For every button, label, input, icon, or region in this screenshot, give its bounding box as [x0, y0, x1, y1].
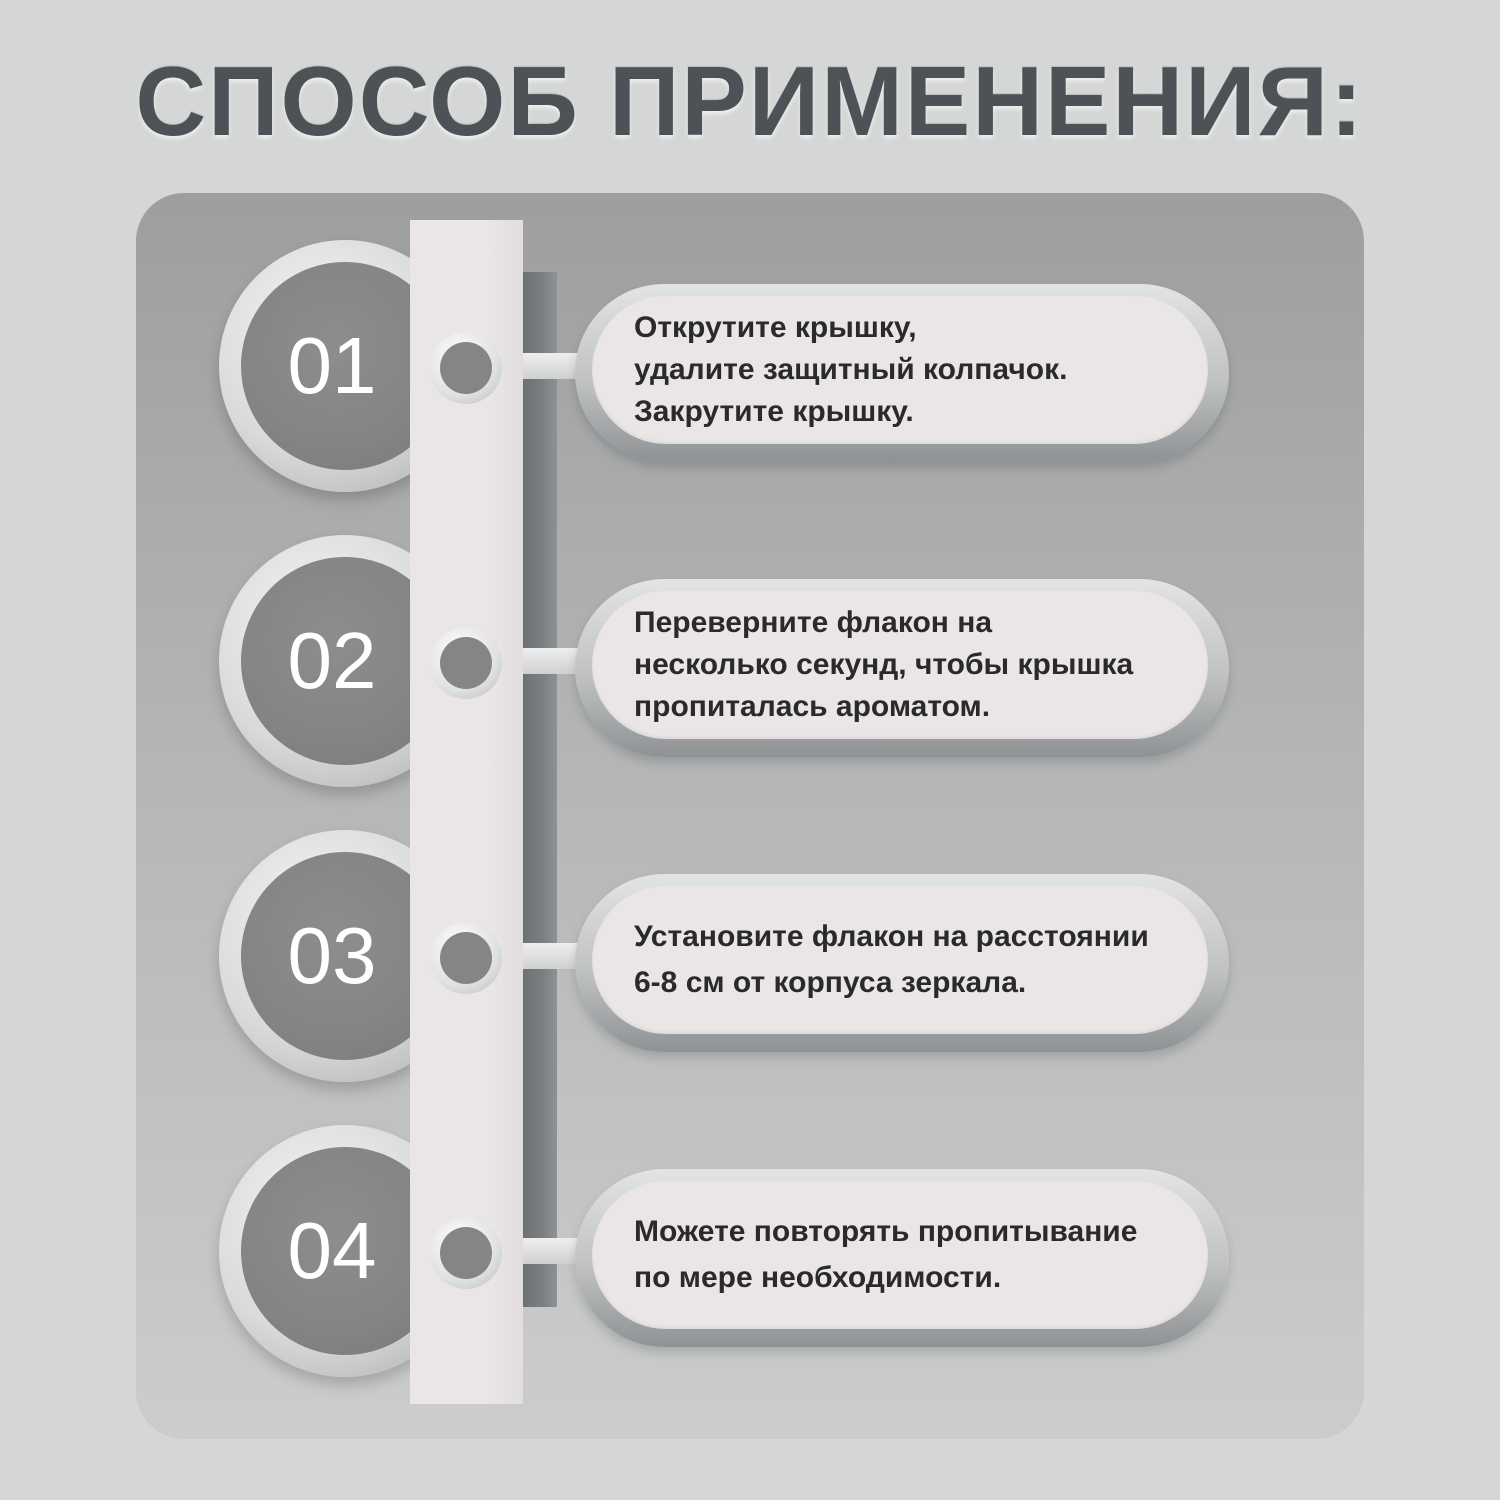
step-03-marker	[0, 830, 1500, 1090]
step-card	[592, 591, 1208, 739]
step-04-marker	[0, 1125, 1500, 1385]
step-marker-dot	[440, 932, 492, 984]
step-text-line: Закрутите крышку.	[634, 395, 914, 428]
timeline-spine-shadow	[523, 272, 557, 1307]
step-text-line: Можете повторять пропитывание	[634, 1215, 1138, 1248]
step-01-marker	[0, 240, 1500, 500]
step-text: Открутите крышку, удалите защитный колпа…	[634, 296, 1194, 444]
step-text-line: пропиталась ароматом.	[634, 690, 991, 723]
step-04: 04 Можете повторять пропитывание по мере…	[0, 1125, 1500, 1385]
step-text-line: Установите флакон на расстоянии	[634, 920, 1149, 953]
timeline-spine	[410, 220, 523, 1404]
step-text-line: 6-8 см от корпуса зеркала.	[634, 966, 1027, 999]
step-text-line: Открутите крышку,	[634, 311, 917, 344]
step-text: Можете повторять пропитывание по мере не…	[634, 1181, 1194, 1329]
step-02-marker	[0, 535, 1500, 795]
step-text: Установите флакон на расстоянии 6-8 см о…	[634, 886, 1194, 1034]
step-03: 03 Установите флакон на расстоянии 6-8 с…	[0, 830, 1500, 1090]
page-title: СПОСОБ ПРИМЕНЕНИЯ:	[135, 46, 1365, 156]
step-text-line: Переверните флакон на	[634, 606, 993, 639]
step-text: Переверните флакон на несколько секунд, …	[634, 591, 1194, 739]
step-text-line: по мере необходимости.	[634, 1261, 1002, 1294]
step-marker-dot	[440, 1227, 492, 1279]
step-card	[592, 296, 1208, 444]
step-number: 03	[287, 911, 377, 1000]
step-text-line: удалите защитный колпачок.	[634, 353, 1068, 386]
step-text-line: несколько секунд, чтобы крышка	[634, 648, 1134, 681]
step-card	[592, 1181, 1208, 1329]
step-marker-dot	[440, 342, 492, 394]
step-card	[592, 886, 1208, 1034]
step-number: 02	[287, 616, 377, 705]
step-number: 01	[287, 321, 377, 410]
step-number: 04	[287, 1206, 377, 1295]
step-marker-dot	[440, 637, 492, 689]
